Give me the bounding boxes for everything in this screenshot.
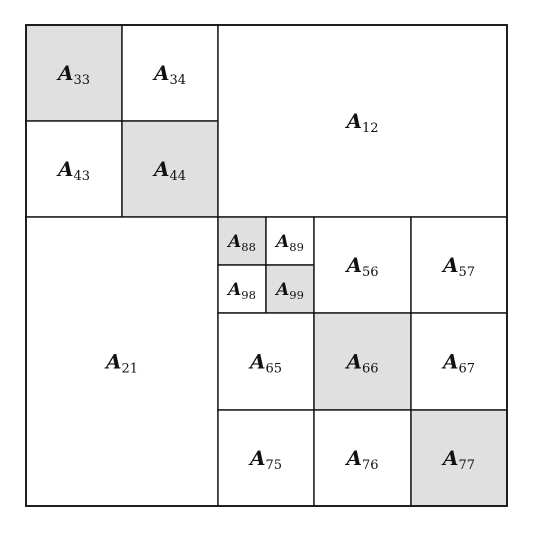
block-label-a77: A77: [441, 446, 475, 473]
block-symbol: A: [104, 350, 122, 374]
block-label-a88: A88: [226, 232, 256, 254]
block-subscript: 75: [265, 458, 282, 473]
block-symbol: A: [56, 157, 74, 181]
block-a33-shaded: [25, 24, 123, 122]
block-label-a44: A44: [152, 157, 186, 184]
block-label-a34: A34: [152, 61, 186, 88]
block-subscript: 99: [289, 288, 304, 302]
block-subscript: 12: [362, 121, 379, 136]
block-subscript: 67: [458, 362, 475, 377]
block-label-a89: A89: [274, 232, 304, 254]
block-symbol: A: [441, 350, 459, 374]
block-a43: [25, 120, 123, 218]
block-label-a33: A33: [56, 61, 90, 88]
block-subscript: 43: [73, 169, 90, 184]
block-a56: [313, 216, 412, 314]
block-subscript: 89: [289, 240, 304, 254]
block-symbol: A: [441, 446, 459, 470]
block-a57: [410, 216, 508, 314]
block-a12: [217, 24, 508, 218]
block-label-a12: A12: [344, 109, 378, 136]
block-subscript: 76: [362, 458, 379, 473]
block-symbol: A: [152, 61, 170, 85]
block-label-a56: A56: [344, 253, 378, 280]
block-subscript: 66: [362, 362, 379, 377]
block-symbol: A: [441, 253, 459, 277]
block-label-a57: A57: [441, 253, 475, 280]
block-label-a66: A66: [344, 350, 378, 377]
block-subscript: 88: [241, 240, 256, 254]
block-subscript: 56: [362, 265, 379, 280]
block-symbol: A: [344, 109, 362, 133]
block-label-a98: A98: [226, 280, 256, 302]
block-label-a67: A67: [441, 350, 475, 377]
block-symbol: A: [56, 61, 74, 85]
block-label-a21: A21: [104, 350, 138, 377]
block-subscript: 57: [458, 265, 475, 280]
block-symbol: A: [152, 157, 170, 181]
block-subscript: 65: [265, 362, 282, 377]
block-a21: [25, 216, 219, 507]
block-label-a75: A75: [248, 446, 282, 473]
block-label-a43: A43: [56, 157, 90, 184]
block-subscript: 34: [169, 73, 186, 88]
block-a44-shaded: [121, 120, 219, 218]
block-symbol: A: [344, 350, 362, 374]
block-subscript: 21: [121, 362, 138, 377]
block-subscript: 98: [241, 288, 256, 302]
block-subscript: 77: [458, 458, 475, 473]
block-symbol: A: [344, 446, 362, 470]
block-label-a99: A99: [274, 280, 304, 302]
block-a76: [313, 409, 412, 507]
block-symbol: A: [226, 232, 241, 252]
block-subscript: 44: [169, 169, 186, 184]
block-symbol: A: [344, 253, 362, 277]
block-subscript: 33: [73, 73, 90, 88]
block-symbol: A: [226, 280, 241, 300]
block-symbol: A: [248, 350, 266, 374]
matrix-outer-border: [25, 24, 508, 507]
block-label-a76: A76: [344, 446, 378, 473]
block-symbol: A: [248, 446, 266, 470]
block-symbol: A: [274, 232, 289, 252]
block-a89: [265, 216, 315, 266]
block-label-a65: A65: [248, 350, 282, 377]
block-symbol: A: [274, 280, 289, 300]
